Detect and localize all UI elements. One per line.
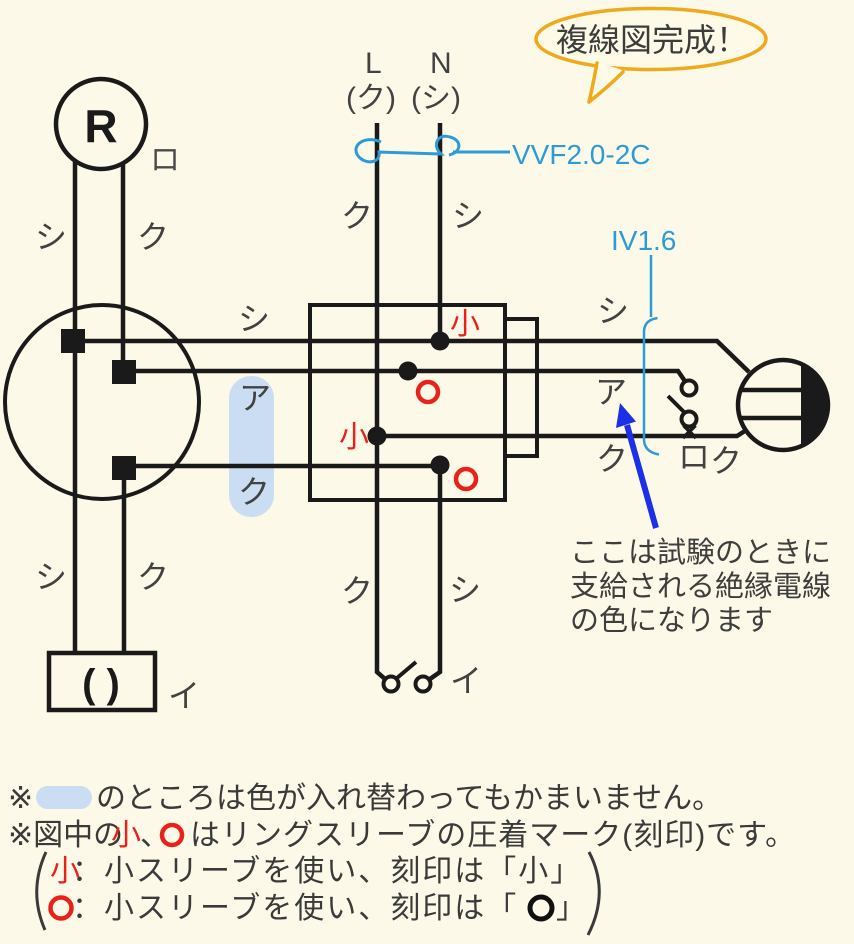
arrow-note-line3: の色になります (570, 604, 773, 637)
label-source-white: シ (452, 198, 484, 234)
wire-color-labels: シ ク ク シ シ ア ク シ ア ク ロ ク ク シ シ ク イ イ (35, 198, 742, 714)
switch-right (666, 378, 699, 440)
label-source-black: ク (341, 198, 373, 234)
switch-right-tap (681, 424, 698, 440)
legend2-close: 」 (556, 892, 586, 925)
vvf-cable-wrap-icon (354, 134, 510, 164)
crimp-mark-small-mid: 小 (339, 421, 369, 454)
legend2-black-circle-icon (527, 894, 555, 922)
crimp-mark-circle-top-icon (415, 379, 441, 405)
wire-white-run (73, 338, 751, 374)
label-r-white: シ (35, 219, 67, 255)
label-ceiling-white: シ (35, 559, 67, 595)
power-source: L N (ク) (シ) (346, 47, 461, 115)
arrow-line (624, 424, 659, 529)
legend1-mark: 小 (50, 855, 80, 888)
arrow-note-line2: 支給される絶縁電線 (570, 570, 831, 603)
bubble-text: 複線図完成！ (556, 22, 748, 58)
note2-small-mark: 小 (111, 819, 141, 852)
label-switch-right-name: ロ (678, 439, 710, 475)
note2-text: はリングスリーブの圧着マーク(刻印)です。 (190, 819, 796, 852)
iv-label: IV1.6 (611, 225, 676, 256)
crimp-mark-small-top: 小 (450, 308, 480, 341)
label-run-right-black: ク (596, 441, 628, 477)
bubble-body (534, 6, 768, 72)
receptacle-symbol (53, 76, 149, 172)
sleeve-dot-1 (430, 331, 450, 351)
outlet-terminals (740, 387, 803, 421)
switch-right-contact-bottom (679, 409, 699, 429)
arrow-head-icon (616, 403, 636, 428)
legend1-text: ：小スリーブを使い、刻印は「小」 (72, 855, 582, 888)
note2-circle-mark-icon (159, 822, 185, 848)
legend-paren-left-icon (35, 851, 48, 931)
receptacle-name: ロ (150, 144, 180, 177)
connector-squares (61, 329, 136, 480)
color-swap-highlight (229, 376, 274, 517)
switch-bottom (381, 660, 433, 694)
receptacle-letter: R (84, 100, 117, 152)
switch-bottom-contact-right (413, 674, 433, 694)
sleeve-dots (367, 331, 450, 475)
crimp-mark-circle-bottom-icon (453, 466, 479, 492)
connector-square-2 (112, 360, 136, 384)
label-run-left-white: シ (238, 301, 270, 337)
switch-bottom-blade (395, 660, 418, 680)
label-L-color: (ク) (346, 82, 396, 115)
switch-right-blade (666, 394, 686, 414)
note1-text: のところは色が入れ替わってもかまいません。 (96, 782, 722, 815)
crimp-marks: 小 小 (339, 308, 480, 492)
label-run-right-red: ア (595, 374, 627, 410)
label-pill-black: ク (238, 474, 270, 510)
switch-right-contact-top (679, 378, 699, 398)
outlet-symbol-fill (801, 364, 828, 446)
devices: R ロ ( ) (3, 76, 831, 713)
note1-star: ※ (8, 782, 33, 815)
connector-square-1 (61, 329, 85, 353)
outlet-box-tab (505, 317, 539, 458)
ceiling-rose-text: ( ) (82, 662, 120, 706)
label-r-black: ク (137, 219, 169, 255)
note2-comma: 、 (140, 819, 170, 852)
label-switch-bottom-name: イ (450, 663, 482, 699)
note2-prefix: ※図中の (8, 819, 123, 852)
ceiling-rose-symbol (46, 650, 158, 713)
label-drop-white: シ (449, 572, 481, 608)
label-L: L (365, 47, 382, 80)
legend2-red-circle-icon (48, 895, 74, 921)
cable-annotations: VVF2.0-2C IV1.6 (354, 134, 676, 456)
switch-bottom-contact-left (381, 674, 401, 694)
bubble-tail-outline (587, 61, 625, 104)
label-pill-red: ア (239, 380, 271, 416)
label-switch-right-black: ク (710, 443, 742, 479)
label-drop-black: ク (341, 573, 373, 609)
junction-box-left (3, 303, 201, 501)
legend2-text: ：小スリーブを使い、刻印は「 (72, 892, 518, 925)
label-run-right-white: シ (597, 293, 629, 329)
label-ceiling-black: ク (137, 559, 169, 595)
sleeve-dot-3 (367, 426, 387, 446)
iv-brace-icon (642, 316, 660, 456)
label-N: N (430, 47, 452, 80)
arrow-note-line1: ここは試験のときに (570, 536, 831, 569)
bubble-tail-mask (590, 62, 622, 100)
sleeve-dot-2 (398, 361, 418, 381)
label-ceiling-name: イ (168, 678, 200, 714)
label-N-color: (シ) (411, 82, 461, 115)
wire-white-switch-drop (428, 465, 443, 681)
footnotes: ※ のところは色が入れ替わってもかまいません。 ※図中の 小 、 はリングスリー… (8, 782, 796, 936)
vvf-label: VVF2.0-2C (512, 139, 651, 170)
legend-paren-right-icon (586, 851, 601, 936)
note1-pill-icon (36, 786, 92, 809)
outlet-box (308, 303, 507, 502)
speech-bubble: 複線図完成！ (534, 6, 768, 104)
arrow-annotation: ここは試験のときに 支給される絶縁電線 の色になります (570, 403, 831, 637)
sleeve-dot-4 (430, 455, 450, 475)
connector-square-3 (112, 456, 136, 480)
